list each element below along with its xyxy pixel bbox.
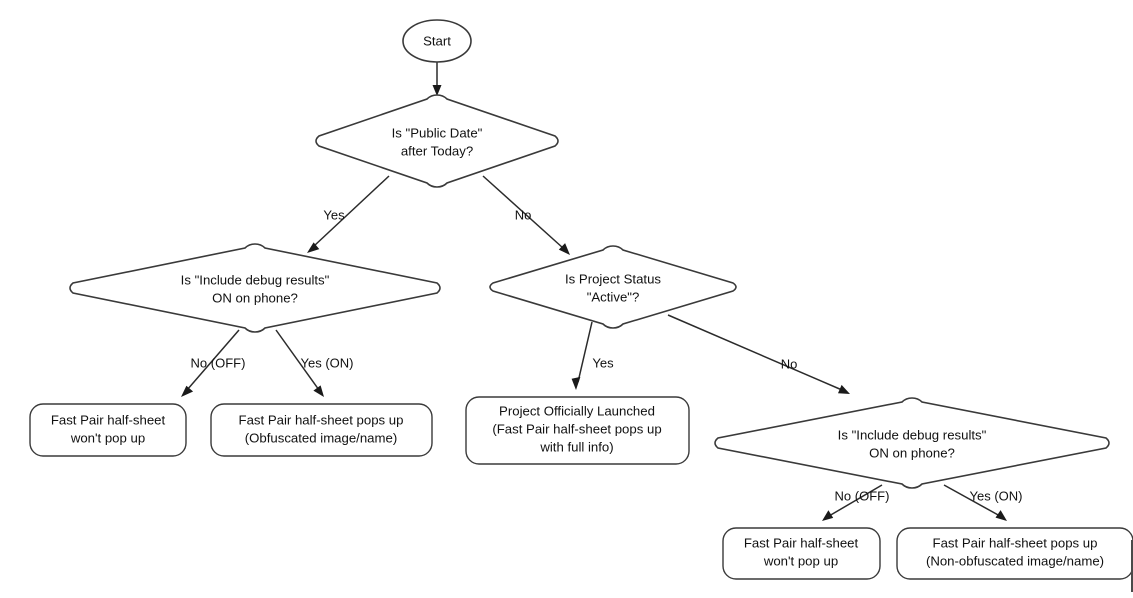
nodes-layer: Start Is "Public Date" after Today? Is "… [29, 19, 1133, 580]
node-debug-left-line-1: Is "Include debug results" [181, 272, 330, 287]
node-debug-right-line-1: Is "Include debug results" [838, 427, 987, 442]
node-output-left-on-line-1: Fast Pair half-sheet pops up [239, 412, 404, 427]
edge-label-public-yes: Yes [323, 207, 345, 222]
right-edge-marker [1131, 540, 1133, 592]
edge-debug-left-on: Yes (ON) [275, 329, 354, 397]
edge-label-debug-left-on: Yes (ON) [301, 355, 354, 370]
edge-debug-left-off: No (OFF) [181, 329, 246, 397]
edge-debug-right-off: No (OFF) [822, 484, 890, 521]
node-output-right-off-line-2: won't pop up [763, 553, 838, 568]
edge-label-debug-right-off: No (OFF) [835, 488, 890, 503]
node-question-debug-right[interactable]: Is "Include debug results" ON on phone? [714, 397, 1110, 489]
node-output-right-on[interactable]: Fast Pair half-sheet pops up (Non-obfusc… [896, 527, 1133, 580]
edge-label-debug-left-off: No (OFF) [191, 355, 246, 370]
node-output-right-on-line-2: (Non-obfuscated image/name) [926, 553, 1104, 568]
node-question-project-status[interactable]: Is Project Status "Active"? [489, 245, 737, 329]
edge-public-date-yes: Yes [307, 175, 390, 253]
edge-debug-right-on: Yes (ON) [943, 484, 1023, 521]
node-launched-line-3: with full info) [539, 439, 613, 454]
node-output-left-on[interactable]: Fast Pair half-sheet pops up (Obfuscated… [210, 403, 433, 457]
node-debug-left-line-2: ON on phone? [212, 290, 298, 305]
node-output-project-launched[interactable]: Project Officially Launched (Fast Pair h… [465, 396, 690, 465]
node-launched-line-1: Project Officially Launched [499, 403, 655, 418]
node-question-public-date[interactable]: Is "Public Date" after Today? [315, 94, 559, 188]
edges-layer: Yes No No (OFF) Yes (ON) [181, 62, 1022, 521]
edge-label-debug-right-on: Yes (ON) [970, 488, 1023, 503]
node-question-debug-left[interactable]: Is "Include debug results" ON on phone? [69, 243, 441, 333]
edge-status-no: No [667, 314, 850, 394]
edge-start-to-public-date [432, 62, 442, 96]
node-project-status-line-1: Is Project Status [565, 271, 661, 286]
edge-label-public-no: No [515, 207, 532, 222]
node-launched-line-2: (Fast Pair half-sheet pops up [492, 421, 661, 436]
node-output-left-off-line-1: Fast Pair half-sheet [51, 412, 166, 427]
edge-public-date-no: No [482, 175, 570, 255]
node-debug-right-line-2: ON on phone? [869, 445, 955, 460]
node-output-left-off[interactable]: Fast Pair half-sheet won't pop up [29, 403, 187, 457]
node-public-date-line-2: after Today? [401, 143, 473, 158]
node-start[interactable]: Start [402, 19, 472, 63]
node-project-status-line-2: "Active"? [587, 289, 640, 304]
node-output-right-off[interactable]: Fast Pair half-sheet won't pop up [722, 527, 881, 580]
node-output-left-off-line-2: won't pop up [70, 430, 145, 445]
node-output-right-off-line-1: Fast Pair half-sheet [744, 535, 859, 550]
node-start-line-1: Start [423, 33, 451, 48]
edge-label-status-yes: Yes [592, 355, 614, 370]
node-output-right-on-line-1: Fast Pair half-sheet pops up [933, 535, 1098, 550]
node-output-left-on-line-2: (Obfuscated image/name) [245, 430, 397, 445]
edge-status-yes: Yes [571, 321, 614, 390]
edge-label-status-no: No [781, 356, 798, 371]
node-public-date-line-1: Is "Public Date" [392, 125, 483, 140]
